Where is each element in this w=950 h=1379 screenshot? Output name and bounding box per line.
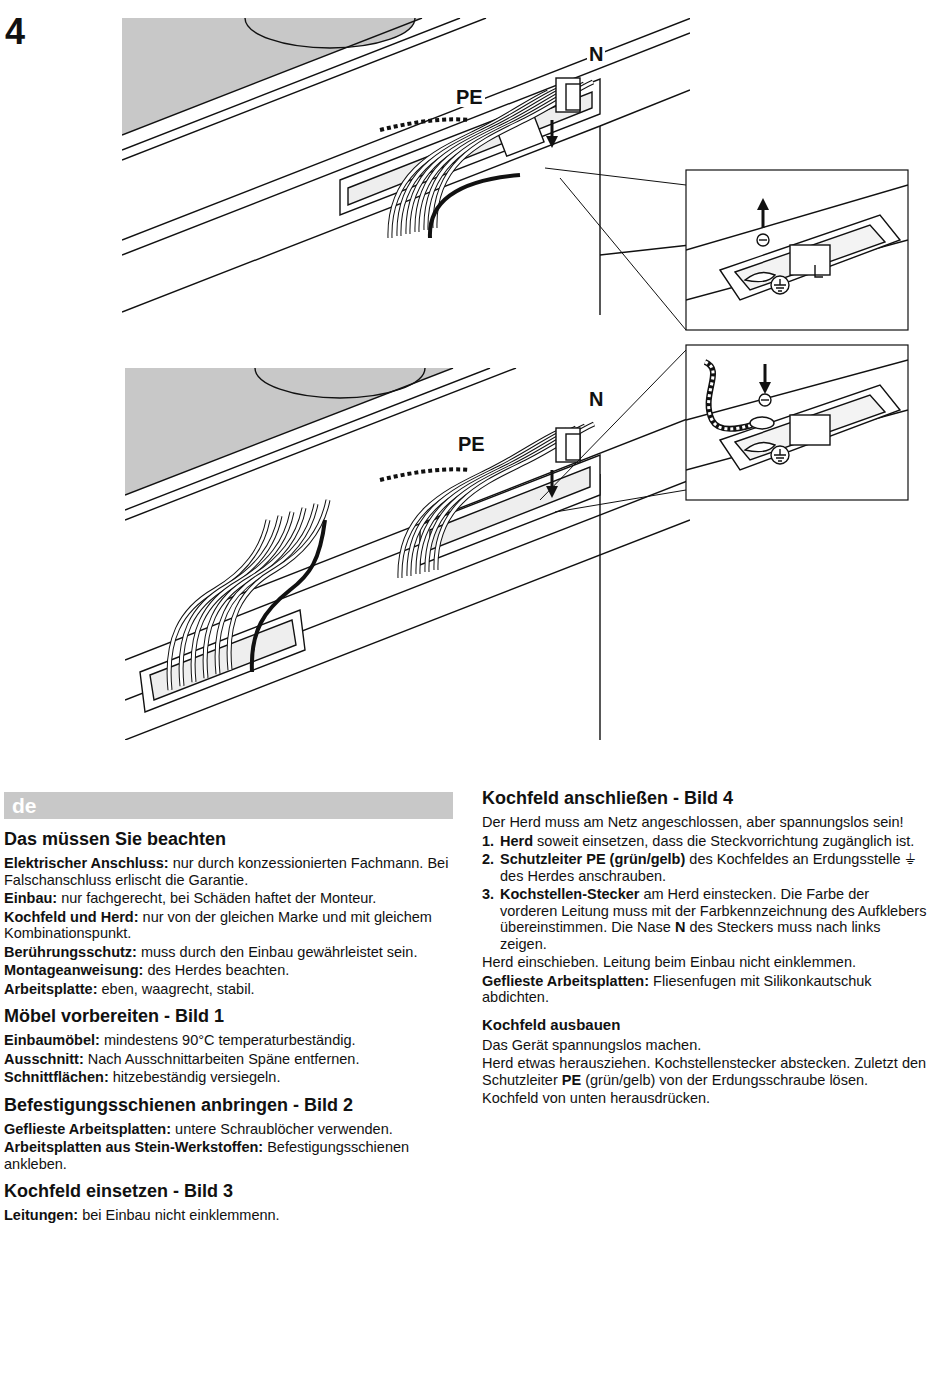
paragraph: Elektrischer Anschluss: nur durch konzes… (4, 855, 453, 888)
list-number: 1. (482, 833, 494, 850)
paragraph: Kochfeld und Herd: nur von der gleichen … (4, 909, 453, 942)
body-text: (grün/gelb) von der Erdungsschraube löse… (585, 1072, 868, 1088)
paragraph: Arbeitsplatte: eben, waagrecht, stabil. (4, 981, 453, 998)
bold-term: PE (562, 1072, 581, 1088)
paragraph: Schnittflächen: hitzebeständig versiegel… (4, 1069, 453, 1086)
body-text: Herd einschieben. Leitung beim Einbau ni… (482, 954, 856, 970)
list-item: 3.Kochstellen-Stecker am Herd einstecken… (482, 886, 930, 952)
list-item: 2.Schutzleiter PE (grün/gelb) des Kochfe… (482, 851, 930, 884)
part-label: PE (456, 434, 487, 454)
paragraph: Geflieste Arbeitsplatten: Fliesenfugen m… (482, 973, 930, 1006)
section-heading: Kochfeld anschließen - Bild 4 (482, 788, 930, 809)
body-text: Der Herd muss am Netz angeschlossen, abe… (482, 814, 904, 830)
body-text: mindestens 90°C temperaturbeständig. (104, 1032, 356, 1048)
body-text: eben, waagrecht, stabil. (102, 981, 255, 997)
heading-text: Kochfeld einsetzen - Bild 3 (4, 1181, 233, 1201)
list-item: 1. Herd soweit einsetzen, dass die Steckv… (482, 833, 930, 850)
section-heading: Kochfeld einsetzen - Bild 3 (4, 1181, 453, 1202)
bold-term: Schnittflächen: (4, 1069, 109, 1085)
body-text: Kochfeld von unten herausdrücken. (482, 1090, 710, 1106)
body-text: des Herdes beachten. (147, 962, 289, 978)
paragraph: Berührungsschutz: muss durch den Einbau … (4, 944, 453, 961)
heading-text: Kochfeld anschließen - Bild 4 (482, 788, 733, 808)
body-text: bei Einbau nicht einklemmenn. (82, 1207, 279, 1223)
bold-term: Arbeitsplatten aus Stein-Werkstoffen: (4, 1139, 263, 1155)
bold-term: Arbeitsplatte: (4, 981, 97, 997)
bold-term: Geflieste Arbeitsplatten: (482, 973, 649, 989)
bold-term: Ausschnitt: (4, 1051, 84, 1067)
text-column: Kochfeld anschließen - Bild 4 Der Herd mu… (482, 788, 930, 1109)
body-text: muss durch den Einbau gewährleistet sein… (141, 944, 417, 960)
paragraph: Montageanweisung: des Herdes beachten. (4, 962, 453, 979)
bold-term: Geflieste Arbeitsplatten: (4, 1121, 171, 1137)
bold-term: Herd (500, 833, 533, 849)
body-text: Nach Ausschnittarbeiten Späne entfernen. (88, 1051, 360, 1067)
section-heading: Befestigungsschienen anbringen - Bild 2 (4, 1095, 453, 1116)
bold-term: Einbau: (4, 890, 57, 906)
part-label: PE (454, 87, 485, 107)
band-text: de (12, 794, 37, 817)
paragraph: Leitungen: bei Einbau nicht einklemmenn. (4, 1207, 453, 1224)
bold-term: Kochfeld und Herd: (4, 909, 139, 925)
paragraph: Einbaumöbel: mindestens 90°C temperaturb… (4, 1032, 453, 1049)
heading-text: Kochfeld ausbauen (482, 1016, 620, 1033)
paragraph: Einbau: nur fachgerecht, bei Schäden haf… (4, 890, 453, 907)
figure-number: 4 (3, 14, 27, 50)
paragraph: Ausschnitt: Nach Ausschnittarbeiten Spän… (4, 1051, 453, 1068)
bold-term: Schutzleiter PE (grün/gelb) (500, 851, 685, 867)
body-text: hitzebeständig versiegeln. (113, 1069, 281, 1085)
bold-term: Montageanweisung: (4, 962, 143, 978)
paragraph: Kochfeld von unten herausdrücken. (482, 1090, 930, 1107)
paragraph: Herd einschieben. Leitung beim Einbau ni… (482, 954, 930, 971)
bold-term: Leitungen: (4, 1207, 78, 1223)
bold-term: Berührungsschutz: (4, 944, 137, 960)
paragraph: Herd etwas herausziehen. Kochstellenstec… (482, 1055, 930, 1088)
section-heading: Das müssen Sie beachten (4, 829, 453, 850)
paragraph: Arbeitsplatten aus Stein-Werkstoffen: Be… (4, 1139, 453, 1172)
paragraph: Der Herd muss am Netz angeschlossen, abe… (482, 814, 930, 831)
part-label: N (587, 389, 605, 409)
body-text: soweit einsetzen, dass die Steckvorricht… (537, 833, 914, 849)
body-text: untere Schraublöcher verwenden. (175, 1121, 393, 1137)
heading-text: Befestigungsschienen anbringen - Bild 2 (4, 1095, 353, 1115)
part-label: N (587, 44, 605, 64)
bold-term: Kochstellen-Stecker (500, 886, 639, 902)
paragraph: Geflieste Arbeitsplatten: untere Schraub… (4, 1121, 453, 1138)
bold-term: Elektrischer Anschluss: (4, 855, 169, 871)
body-text: nur fachgerecht, bei Schäden haftet der … (61, 890, 376, 906)
body-text: Das Gerät spannungslos machen. (482, 1037, 701, 1053)
bold-term: Einbaumöbel: (4, 1032, 100, 1048)
section-heading: Möbel vorbereiten - Bild 1 (4, 1006, 453, 1027)
paragraph: Das Gerät spannungslos machen. (482, 1037, 930, 1054)
text-column: Das müssen Sie beachtenElektrischer Ansc… (4, 829, 453, 1226)
heading-text: Das müssen Sie beachten (4, 829, 226, 849)
section-heading: Kochfeld ausbauen (482, 1016, 930, 1034)
heading-text: Möbel vorbereiten - Bild 1 (4, 1006, 224, 1026)
list-number: 2. (482, 851, 494, 868)
language-band: de (4, 792, 453, 819)
bold-term: N (675, 919, 685, 935)
list-number: 3. (482, 886, 494, 903)
